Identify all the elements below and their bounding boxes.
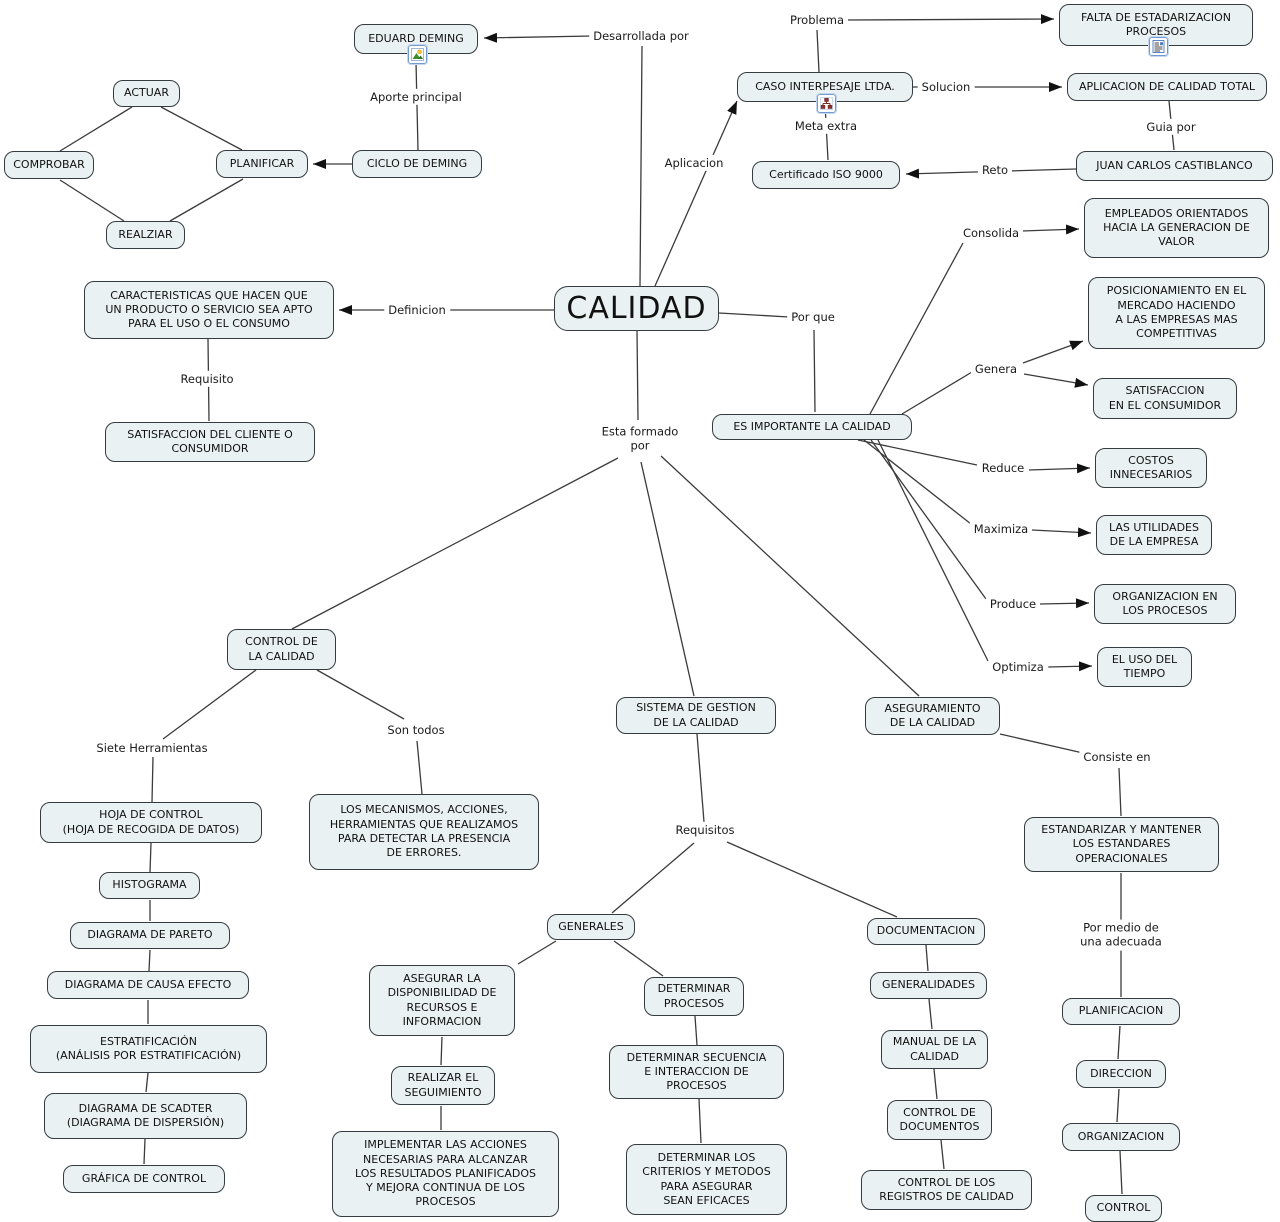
node-histograma[interactable]: HISTOGRAMA xyxy=(99,872,200,899)
node-implementar-acciones[interactable]: IMPLEMENTAR LAS ACCIONES NECESARIAS PARA… xyxy=(332,1131,559,1217)
node-diagrama-scadter[interactable]: DIAGRAMA DE SCADTER (DIAGRAMA DE DISPERS… xyxy=(44,1093,247,1139)
link-label-reduce[interactable]: Reduce xyxy=(977,459,1029,477)
node-organizacion-procesos[interactable]: ORGANIZACION EN LOS PROCESOS xyxy=(1094,584,1236,624)
link-label-consolida[interactable]: Consolida xyxy=(958,224,1024,242)
link-label-solucion[interactable]: Solucion xyxy=(917,78,975,96)
node-control-registros[interactable]: CONTROL DE LOS REGISTROS DE CALIDAD xyxy=(861,1170,1032,1210)
link-label-genera[interactable]: Genera xyxy=(970,360,1022,378)
node-grafica-control[interactable]: GRÁFICA DE CONTROL xyxy=(63,1165,225,1193)
node-control[interactable]: CONTROL xyxy=(1085,1195,1162,1222)
node-caracteristicas[interactable]: CARACTERISTICAS QUE HACEN QUE UN PRODUCT… xyxy=(84,281,334,339)
node-generales[interactable]: GENERALES xyxy=(547,914,635,940)
node-aseguramiento[interactable]: ASEGURAMIENTO DE LA CALIDAD xyxy=(865,697,1000,735)
node-las-utilidades[interactable]: LAS UTILIDADES DE LA EMPRESA xyxy=(1096,515,1212,555)
link-label-requisitos[interactable]: Requisitos xyxy=(671,821,739,839)
link-label-por-que[interactable]: Por que xyxy=(787,308,839,326)
node-organizacion[interactable]: ORGANIZACION xyxy=(1062,1123,1180,1151)
node-es-importante[interactable]: ES IMPORTANTE LA CALIDAD xyxy=(712,414,912,440)
link-label-aplicacion[interactable]: Aplicacion xyxy=(660,154,728,172)
node-aplicacion-calidad-total[interactable]: APLICACION DE CALIDAD TOTAL xyxy=(1067,73,1267,101)
node-direccion[interactable]: DIRECCION xyxy=(1076,1060,1166,1088)
node-comprobar[interactable]: COMPROBAR xyxy=(4,151,94,179)
link-label-esta-formado-por[interactable]: Esta formado por xyxy=(597,423,683,455)
node-certificado-iso-9000[interactable]: Certificado ISO 9000 xyxy=(752,161,900,189)
link-label-maximiza[interactable]: Maximiza xyxy=(969,520,1033,538)
node-costos-innecesarios[interactable]: COSTOS INNECESARIOS xyxy=(1095,448,1207,488)
node-actuar[interactable]: ACTUAR xyxy=(113,80,180,107)
node-planificacion[interactable]: PLANIFICACION xyxy=(1062,998,1180,1025)
document-image-icon[interactable] xyxy=(1148,36,1169,57)
node-sistema-gestion[interactable]: SISTEMA DE GESTION DE LA CALIDAD xyxy=(616,697,776,734)
link-label-son-todos[interactable]: Son todos xyxy=(383,721,449,739)
node-los-mecanismos[interactable]: LOS MECANISMOS, ACCIONES, HERRAMIENTAS Q… xyxy=(309,794,539,870)
node-posicionamiento[interactable]: POSICIONAMIENTO EN EL MERCADO HACIENDO A… xyxy=(1088,277,1265,349)
link-label-optimiza[interactable]: Optimiza xyxy=(988,658,1048,676)
node-control-documentos[interactable]: CONTROL DE DOCUMENTOS xyxy=(887,1100,992,1140)
node-uso-del-tiempo[interactable]: EL USO DEL TIEMPO xyxy=(1097,647,1192,687)
node-hoja-control[interactable]: HOJA DE CONTROL (HOJA DE RECOGIDA DE DAT… xyxy=(40,802,262,843)
node-determinar-procesos[interactable]: DETERMINAR PROCESOS xyxy=(644,977,744,1016)
node-diagrama-causa-efecto[interactable]: DIAGRAMA DE CAUSA EFECTO xyxy=(47,971,249,999)
link-label-desarrollada-por[interactable]: Desarrollada por xyxy=(589,27,693,45)
link-label-guia-por[interactable]: Guia por xyxy=(1142,118,1200,136)
node-juan-carlos-castiblanco[interactable]: JUAN CARLOS CASTIBLANCO xyxy=(1076,151,1273,181)
link-label-consiste-en[interactable]: Consiste en xyxy=(1079,748,1155,766)
node-planificar[interactable]: PLANIFICAR xyxy=(216,150,308,178)
link-label-aporte-principal[interactable]: Aporte principal xyxy=(366,88,466,106)
node-manual-calidad[interactable]: MANUAL DE LA CALIDAD xyxy=(881,1030,988,1069)
link-label-requisito[interactable]: Requisito xyxy=(176,370,238,388)
link-label-por-medio[interactable]: Por medio de una adecuada xyxy=(1076,919,1166,951)
node-documentacion[interactable]: DOCUMENTACION xyxy=(867,918,985,945)
node-ciclo-de-deming[interactable]: CICLO DE DEMING xyxy=(352,150,482,178)
link-label-meta-extra[interactable]: Meta extra xyxy=(790,117,862,135)
node-calidad[interactable]: CALIDAD xyxy=(554,286,719,331)
node-determinar-criterios[interactable]: DETERMINAR LOS CRITERIOS Y METODOS PARA … xyxy=(626,1144,787,1215)
node-realziar[interactable]: REALZIAR xyxy=(106,221,185,249)
node-satisfaccion-cliente[interactable]: SATISFACCION DEL CLIENTE O CONSUMIDOR xyxy=(105,422,315,462)
link-label-reto[interactable]: Reto xyxy=(977,161,1013,179)
link-label-produce[interactable]: Produce xyxy=(985,595,1041,613)
org-chart-icon[interactable] xyxy=(816,93,837,114)
node-satisfaccion-consumidor[interactable]: SATISFACCION EN EL CONSUMIDOR xyxy=(1093,378,1237,419)
node-determinar-secuencia[interactable]: DETERMINAR SECUENCIA E INTERACCION DE PR… xyxy=(609,1045,784,1099)
picture-icon[interactable] xyxy=(407,44,428,65)
link-label-siete-herramientas[interactable]: Siete Herramientas xyxy=(92,739,212,757)
node-estandarizar[interactable]: ESTANDARIZAR Y MANTENER LOS ESTANDARES O… xyxy=(1024,817,1219,872)
node-realizar-seguimiento[interactable]: REALIZAR EL SEGUIMIENTO xyxy=(391,1066,495,1105)
node-diagrama-pareto[interactable]: DIAGRAMA DE PARETO xyxy=(70,922,230,949)
node-control-calidad[interactable]: CONTROL DE LA CALIDAD xyxy=(227,629,336,670)
link-label-definicion[interactable]: Definicion xyxy=(384,301,450,319)
node-asegurar-disponibilidad[interactable]: ASEGURAR LA DISPONIBILIDAD DE RECURSOS E… xyxy=(369,965,515,1036)
link-label-problema[interactable]: Problema xyxy=(785,11,849,29)
node-generalidades[interactable]: GENERALIDADES xyxy=(870,972,987,999)
node-estratificacion[interactable]: ESTRATIFICACIÓN (ANÁLISIS POR ESTRATIFIC… xyxy=(30,1025,267,1073)
node-empleados-orientados[interactable]: EMPLEADOS ORIENTADOS HACIA LA GENERACION… xyxy=(1084,198,1269,258)
